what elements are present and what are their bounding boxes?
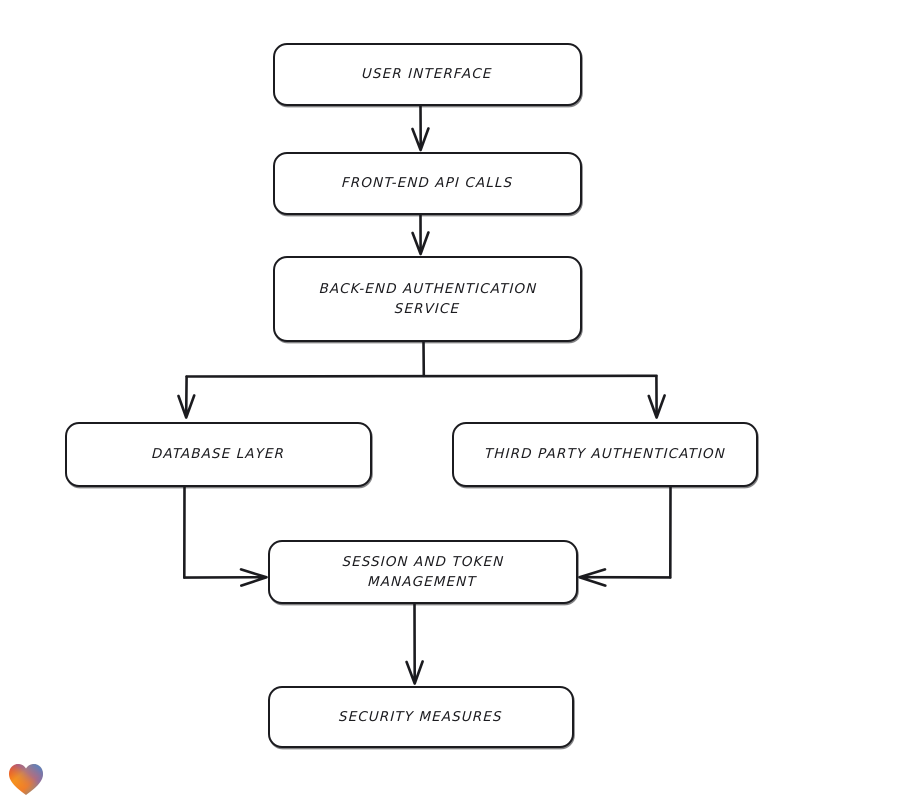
node-session-and-token-management[interactable]: Session and Token Management bbox=[268, 540, 578, 604]
node-frontend-api-calls[interactable]: Front-End API Calls bbox=[273, 152, 582, 215]
edge-frontend-api-calls-to-backend-auth bbox=[411, 213, 430, 256]
node-frontend-api-calls-label: Front-End API Calls bbox=[341, 175, 514, 192]
node-user-interface-label: User Interface bbox=[361, 66, 494, 83]
node-session-and-token-management-label: Session and Token Management bbox=[342, 553, 505, 590]
node-security-measures[interactable]: Security Measures bbox=[268, 686, 574, 748]
node-security-measures-label: Security Measures bbox=[338, 708, 504, 725]
edge-session-token-to-security-measures bbox=[405, 602, 424, 685]
node-third-party-authentication[interactable]: Third Party Authentication bbox=[452, 422, 758, 487]
edge-database-layer-to-session-token bbox=[183, 485, 268, 587]
node-backend-authentication-service-label: Back-End Authentication Service bbox=[318, 280, 538, 317]
node-database-layer-label: Database Layer bbox=[151, 446, 286, 463]
edge-third-party-auth-to-session-token bbox=[578, 485, 672, 587]
node-database-layer[interactable]: Database Layer bbox=[65, 422, 372, 487]
edge-backend-auth-branch bbox=[177, 340, 666, 419]
node-backend-authentication-service[interactable]: Back-End Authentication Service bbox=[273, 256, 582, 342]
node-user-interface[interactable]: User Interface bbox=[273, 43, 582, 106]
heart-icon bbox=[9, 764, 43, 795]
edge-user-interface-to-frontend-api-calls bbox=[411, 104, 430, 152]
node-third-party-authentication-label: Third Party Authentication bbox=[484, 446, 726, 463]
